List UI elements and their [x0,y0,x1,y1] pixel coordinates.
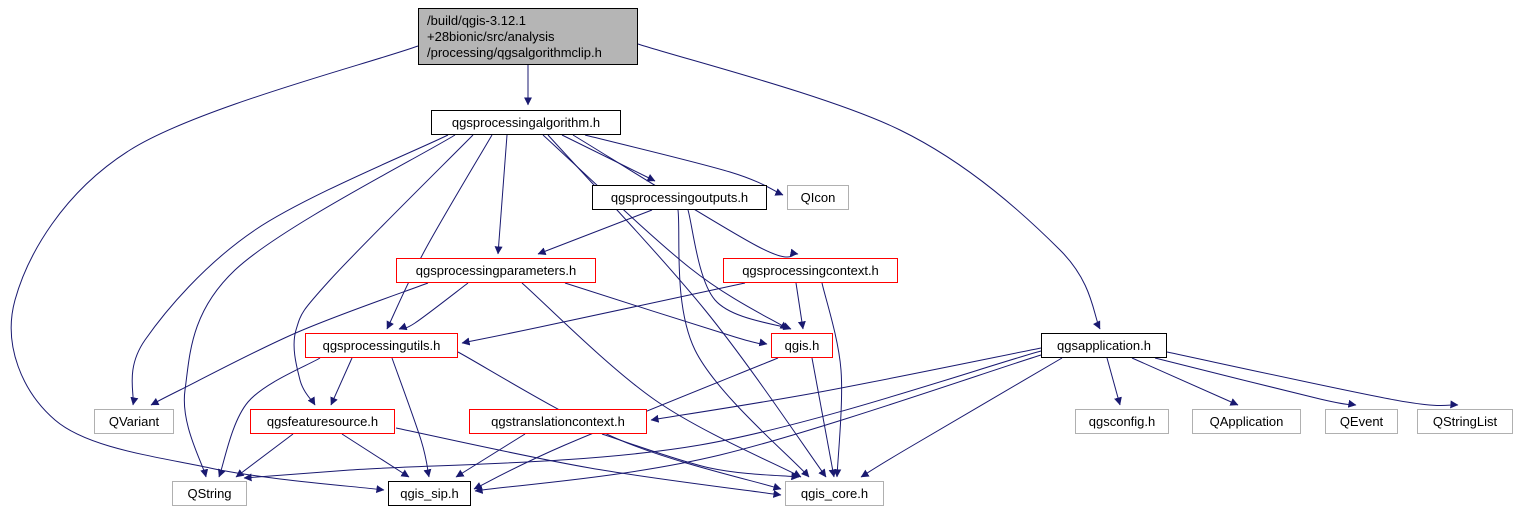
node-label: QVariant [108,414,160,429]
node-label: qgstranslationcontext.h [491,414,625,429]
node-qvariant: QVariant [94,409,174,434]
node-label: qgsprocessingutils.h [322,338,441,353]
node-qicon: QIcon [787,185,849,210]
node-label: qgsapplication.h [1057,338,1151,353]
node-qgsconfig-h: qgsconfig.h [1075,409,1169,434]
node-qgsalgorithmclip-h: /build/qgis-3.12.1 +28bionic/src/analysi… [418,8,638,65]
node-qstringlist: QStringList [1417,409,1513,434]
node-qgsprocessingutils-h[interactable]: qgsprocessingutils.h [305,333,458,358]
node-label: QIcon [800,190,836,205]
include-edge-featuresource-sip [341,433,410,478]
node-qgsprocessingparameters-h[interactable]: qgsprocessingparameters.h [396,258,596,283]
include-edge-app-qapplication [1131,357,1239,406]
node-label: qgis_sip.h [400,486,459,501]
node-qgsapplication-h[interactable]: qgsapplication.h [1041,333,1167,358]
include-edge-featuresource-qstring [235,433,294,478]
include-edge-alg-qgish [542,134,789,330]
include-edge-app-qstringlist [1166,351,1459,409]
include-edge-app-core [860,357,1063,478]
node-qgsprocessingcontext-h[interactable]: qgsprocessingcontext.h [723,258,898,283]
node-label: QString [187,486,232,501]
root-path-line: /processing/qgsalgorithmclip.h [427,44,602,60]
include-edge-outputs-params [537,209,653,255]
include-edge-context-utils [461,282,746,346]
include-edge-params-utils [398,282,469,331]
include-edge-params-core [521,282,802,478]
node-label: qgsconfig.h [1088,414,1156,429]
include-edge-alg-outputs [561,134,656,182]
include-edge-qgish-core [811,357,837,478]
include-edge-app-qevent [1154,357,1357,408]
root-path-line: /build/qgis-3.12.1 [427,12,527,28]
node-qgis-sip-h[interactable]: qgis_sip.h [388,481,471,506]
node-label: QApplication [1209,414,1284,429]
node-label: qgsprocessingparameters.h [415,263,577,278]
node-qgsprocessingalgorithm-h[interactable]: qgsprocessingalgorithm.h [431,110,621,135]
node-label: QEvent [1339,414,1384,429]
include-edge-utils-featuresource [330,357,353,406]
node-qgsfeaturesource-h[interactable]: qgsfeaturesource.h [250,409,395,434]
include-edge-utils-sip [391,357,432,478]
include-edge-alg-params [494,134,508,255]
root-path-line: +28bionic/src/analysis [427,28,555,44]
node-label: qgsfeaturesource.h [266,414,379,429]
node-label: QStringList [1432,414,1498,429]
include-edge-context-qgish [795,282,806,330]
node-qgis-core-h: qgis_core.h [785,481,884,506]
node-qevent: QEvent [1325,409,1398,434]
include-edge-context-core [821,282,843,478]
node-label: qgsprocessingcontext.h [742,263,879,278]
node-label: qgis_core.h [800,486,869,501]
include-edge-alg-utils [386,134,493,330]
node-qstring: QString [172,481,247,506]
include-edge-translation-sip [455,433,526,478]
include-edge-app-qgsconfig [1106,357,1122,406]
node-label: qgis.h [784,338,820,353]
node-label: qgsprocessingoutputs.h [610,190,749,205]
include-edge-translation-core [601,433,800,481]
node-qgsprocessingoutputs-h[interactable]: qgsprocessingoutputs.h [592,185,767,210]
include-edge-params-qgish [564,282,768,347]
include-edge-app-translation [650,347,1042,423]
node-label: qgsprocessingalgorithm.h [451,115,601,130]
node-qapplication: QApplication [1192,409,1301,434]
node-qgis-h[interactable]: qgis.h [771,333,833,358]
node-qgstranslationcontext-h[interactable]: qgstranslationcontext.h [469,409,647,434]
